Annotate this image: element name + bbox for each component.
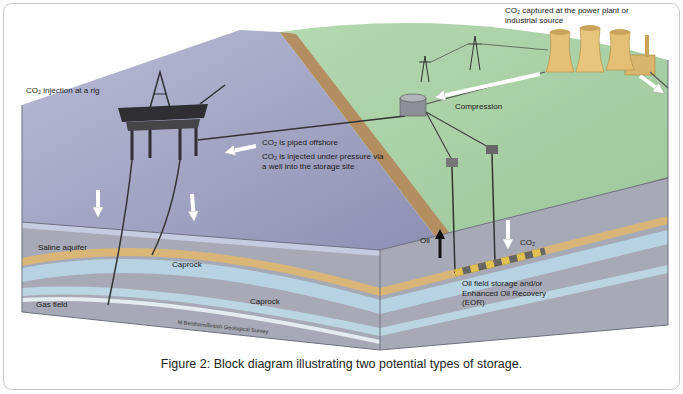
horizontal-well bbox=[455, 251, 545, 273]
flow-arrow bbox=[506, 220, 510, 242]
block-edge bbox=[22, 178, 668, 250]
wellhead bbox=[486, 145, 498, 154]
figure-caption: Figure 2: Block diagram illustrating two… bbox=[0, 357, 683, 372]
power-plant bbox=[546, 25, 655, 75]
block-edge bbox=[380, 250, 381, 350]
source-label: CO₂ captured at the power plant or indus… bbox=[505, 6, 645, 25]
flow-arrow bbox=[192, 194, 194, 214]
injection-note: CO₂ is injected under pressure via a wel… bbox=[262, 152, 384, 171]
storage-label: Oil field storage and/or Enhanced Oil Re… bbox=[462, 279, 548, 308]
rig-label: CO₂ injection at a rig bbox=[26, 86, 99, 96]
flow-label: Oil bbox=[420, 236, 430, 246]
layer-label: Caprock bbox=[172, 260, 202, 270]
oil-arrow bbox=[439, 236, 442, 258]
flow-label: CO₂ bbox=[520, 238, 535, 248]
strata bbox=[0, 170, 683, 360]
compression-unit bbox=[400, 94, 426, 116]
flow-arrow bbox=[232, 146, 256, 151]
pipeline bbox=[426, 72, 545, 104]
co2-well bbox=[492, 154, 495, 263]
flow-arrow bbox=[640, 76, 658, 89]
injection-well bbox=[152, 160, 180, 255]
flow-arrow bbox=[96, 190, 100, 210]
layer-label: Caprock bbox=[250, 297, 280, 307]
layer-label: Gas field bbox=[36, 300, 68, 310]
coast-cliff bbox=[280, 32, 455, 243]
injection-well bbox=[108, 160, 132, 305]
compression-label: Compression bbox=[455, 102, 502, 112]
offshore-rig bbox=[118, 72, 225, 160]
offshore-pipeline bbox=[198, 116, 405, 140]
block-outline bbox=[22, 60, 668, 350]
wellhead bbox=[446, 158, 458, 167]
oil-well bbox=[452, 167, 455, 273]
pipeline bbox=[426, 112, 490, 148]
layer-label: Saline aquifer bbox=[38, 243, 87, 253]
pipeline-label: CO₂ is piped offshore bbox=[262, 138, 338, 148]
flow-arrow bbox=[442, 74, 540, 96]
horizontal-well bbox=[455, 251, 545, 273]
